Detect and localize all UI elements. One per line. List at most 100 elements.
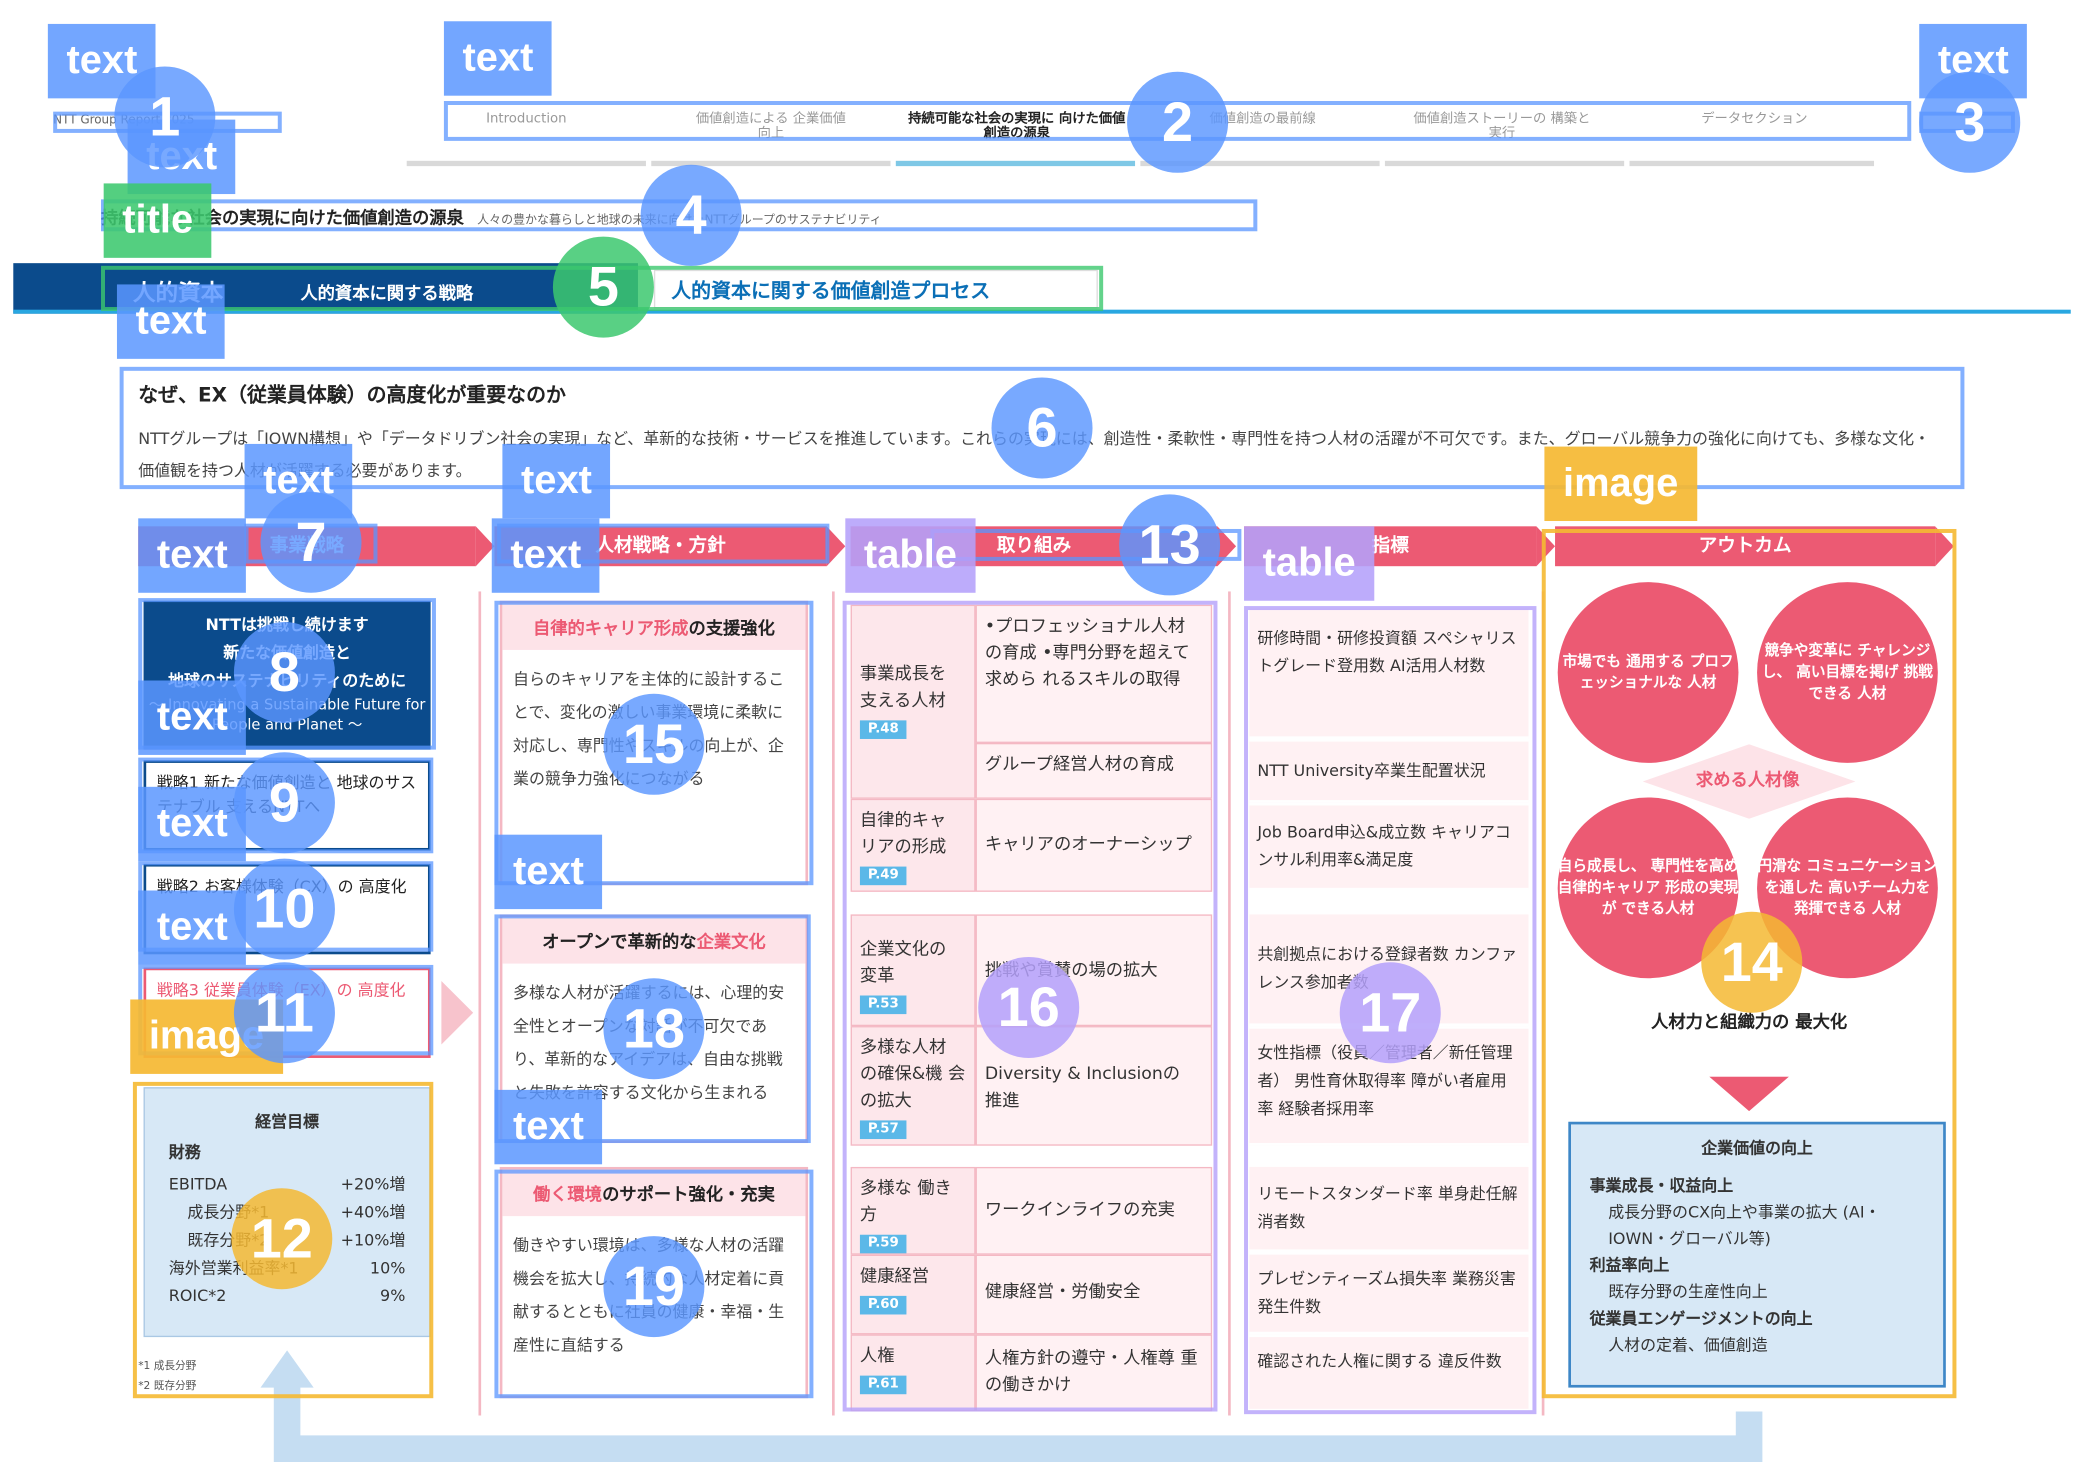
kpi-item: 確認された人権に関する 違反件数	[1249, 1337, 1529, 1412]
goal-value: +10%増	[340, 1230, 406, 1250]
policy-heading-accent: 企業文化	[696, 933, 766, 953]
policy-heading: 自律的キャリア形成の支援強化	[502, 603, 806, 650]
value-body: 成長分野のCX向上や事業の拡大 (AI・IOWN・グローバル等)	[1608, 1202, 1881, 1249]
section-divider	[13, 309, 2071, 314]
column-divider	[832, 591, 835, 1416]
nav-tab-data-section[interactable]: データセクション	[1701, 111, 1808, 127]
annotation-label-text: text	[138, 890, 247, 965]
theme-label: 多様な人材 の確保&機 会の拡大	[859, 1038, 966, 1112]
policy-heading-rest: オープンで革新的な	[542, 933, 697, 953]
annotation-number: 2	[1127, 71, 1229, 173]
initiative-action: •プロフェッショナル人材 の育成 •専門分野を超えて求めら れるスキルの取得	[975, 604, 1213, 743]
initiative-action: キャリアのオーナーシップ	[975, 798, 1213, 892]
kpi-item: リモートスタンダード率 単身赴任解消者数	[1249, 1166, 1529, 1253]
annotation-label-table: table	[1244, 526, 1375, 601]
annotation-number: 9	[233, 752, 335, 854]
annotation-label-text: text	[491, 518, 600, 593]
goal-row: EBITDA+20%増	[169, 1171, 406, 1199]
annotation-number: 15	[603, 693, 705, 795]
annotation-box	[494, 1169, 814, 1399]
initiative-action: 人権方針の遵守・人権尊 重の働きかけ	[975, 1334, 1213, 1412]
annotation-box	[494, 914, 811, 1144]
talent-circle: 競争や変革に チャレンジし、 高い目標を掲げ 挑戦できる 人材	[1757, 582, 1938, 763]
column-divider	[1228, 591, 1231, 1416]
theme-label: 自律的キャ リアの形成	[859, 810, 947, 858]
annotation-label-text: text	[494, 1089, 603, 1165]
talent-profile-label: 求める人材像	[1695, 770, 1800, 791]
annotation-number: 10	[233, 858, 335, 960]
initiative-action: グループ経営人材の育成	[975, 742, 1213, 799]
talent-circle: 市場でも 通用する プロフェッショナルな 人材	[1557, 582, 1739, 763]
annotation-label-title: title	[103, 183, 212, 258]
annotation-box	[842, 600, 1218, 1412]
policy-heading-rest: の支援強化	[688, 619, 775, 640]
diamond-shape	[1642, 744, 1856, 819]
section-subtitle[interactable]: 人的資本に関する戦略	[300, 284, 474, 305]
initiative-theme: 多様な人材 の確保&機 会の拡大 P.57	[850, 1026, 976, 1146]
annotation-number: 1	[114, 66, 216, 168]
annotation-number: 14	[1701, 911, 1803, 1013]
nav-tab-introduction[interactable]: Introduction	[486, 111, 567, 127]
theme-label: 企業文化の 変革	[859, 939, 947, 987]
annotation-label-text: text	[138, 786, 247, 862]
goal-value: +40%増	[340, 1202, 406, 1222]
annotation-number: 4	[640, 164, 742, 266]
annotation-label-text: text	[443, 21, 553, 96]
page-ref-link[interactable]: P.59	[859, 1234, 907, 1254]
nav-tab-frontline[interactable]: 価値創造の最前線	[1209, 111, 1316, 127]
annotation-label-text: text	[116, 284, 226, 359]
annotation-label-image: image	[1544, 446, 1697, 522]
annotation-label-text: text	[494, 834, 603, 910]
goal-name: EBITDA	[168, 1174, 228, 1194]
page-ref-link[interactable]: P.60	[859, 1295, 907, 1315]
footnote: *1 成長分野	[138, 1359, 197, 1372]
policy-heading-accent: 自律的キャリア形成	[532, 619, 689, 640]
goal-name: ROIC*2	[168, 1286, 227, 1306]
page-ref-link[interactable]: P.53	[859, 995, 907, 1015]
initiative-action: 健康経営・労働安全	[975, 1254, 1213, 1335]
annotation-number: 13	[1119, 494, 1221, 596]
nav-underline	[651, 160, 891, 167]
intro-title: なぜ、EX（従業員体験）の高度化が重要なのか	[138, 382, 566, 407]
feedback-loop-arrow	[260, 1350, 1763, 1463]
nav-underline	[1629, 160, 1875, 167]
annotation-number: 6	[991, 377, 1093, 479]
policy-heading: 働く環境のサポート強化・充実	[502, 1169, 806, 1217]
annotation-number: 8	[233, 622, 335, 724]
footnote: *2 既存分野	[138, 1379, 197, 1392]
annotation-number: 19	[603, 1236, 705, 1338]
page-ref-link[interactable]: P.57	[859, 1120, 907, 1140]
policy-heading-accent: 働く環境	[532, 1185, 603, 1206]
annotation-box	[494, 600, 814, 886]
nav-underline	[406, 160, 646, 167]
goals-finance: 財務	[168, 1143, 201, 1162]
annotation-box	[1244, 606, 1537, 1415]
theme-label: 人権	[859, 1346, 895, 1367]
nav-underline	[1384, 160, 1625, 167]
nav-underline	[1140, 160, 1380, 167]
initiative-theme: 企業文化の 変革 P.53	[850, 914, 976, 1027]
annotation-number: 3	[1919, 71, 2021, 173]
annotation-label-text: text	[502, 443, 611, 519]
value-body: 既存分野の生産性向上	[1608, 1282, 1768, 1302]
page-ref-link[interactable]: P.49	[859, 866, 907, 886]
policy-heading: オープンで革新的な企業文化	[502, 917, 806, 964]
kpi-item: プレゼンティーズム損失率 業務災害発生件数	[1249, 1254, 1529, 1335]
initiative-theme: 自律的キャ リアの形成 P.49	[850, 798, 976, 892]
page-ref-link[interactable]: P.61	[859, 1375, 907, 1395]
annotation-label-text: text	[47, 23, 156, 99]
value-head: 従業員エンゲージメントの向上	[1589, 1309, 1813, 1328]
chevron-right-icon	[441, 980, 474, 1045]
annotation-label-text: text	[138, 518, 247, 593]
initiative-theme: 多様な 働き方 P.59	[850, 1166, 976, 1255]
annotation-label-table: table	[845, 518, 976, 593]
column-divider	[478, 591, 482, 1416]
arrow-down-icon	[1709, 1076, 1789, 1112]
annotation-number: 5	[552, 236, 654, 338]
page-ref-link[interactable]: P.48	[859, 720, 907, 739]
value-title: 企業価値の向上	[1701, 1139, 1813, 1158]
initiative-action: ワークインライフの充実	[975, 1166, 1213, 1255]
annotation-box	[132, 1081, 434, 1399]
theme-label: 多様な 働き方	[859, 1178, 952, 1226]
